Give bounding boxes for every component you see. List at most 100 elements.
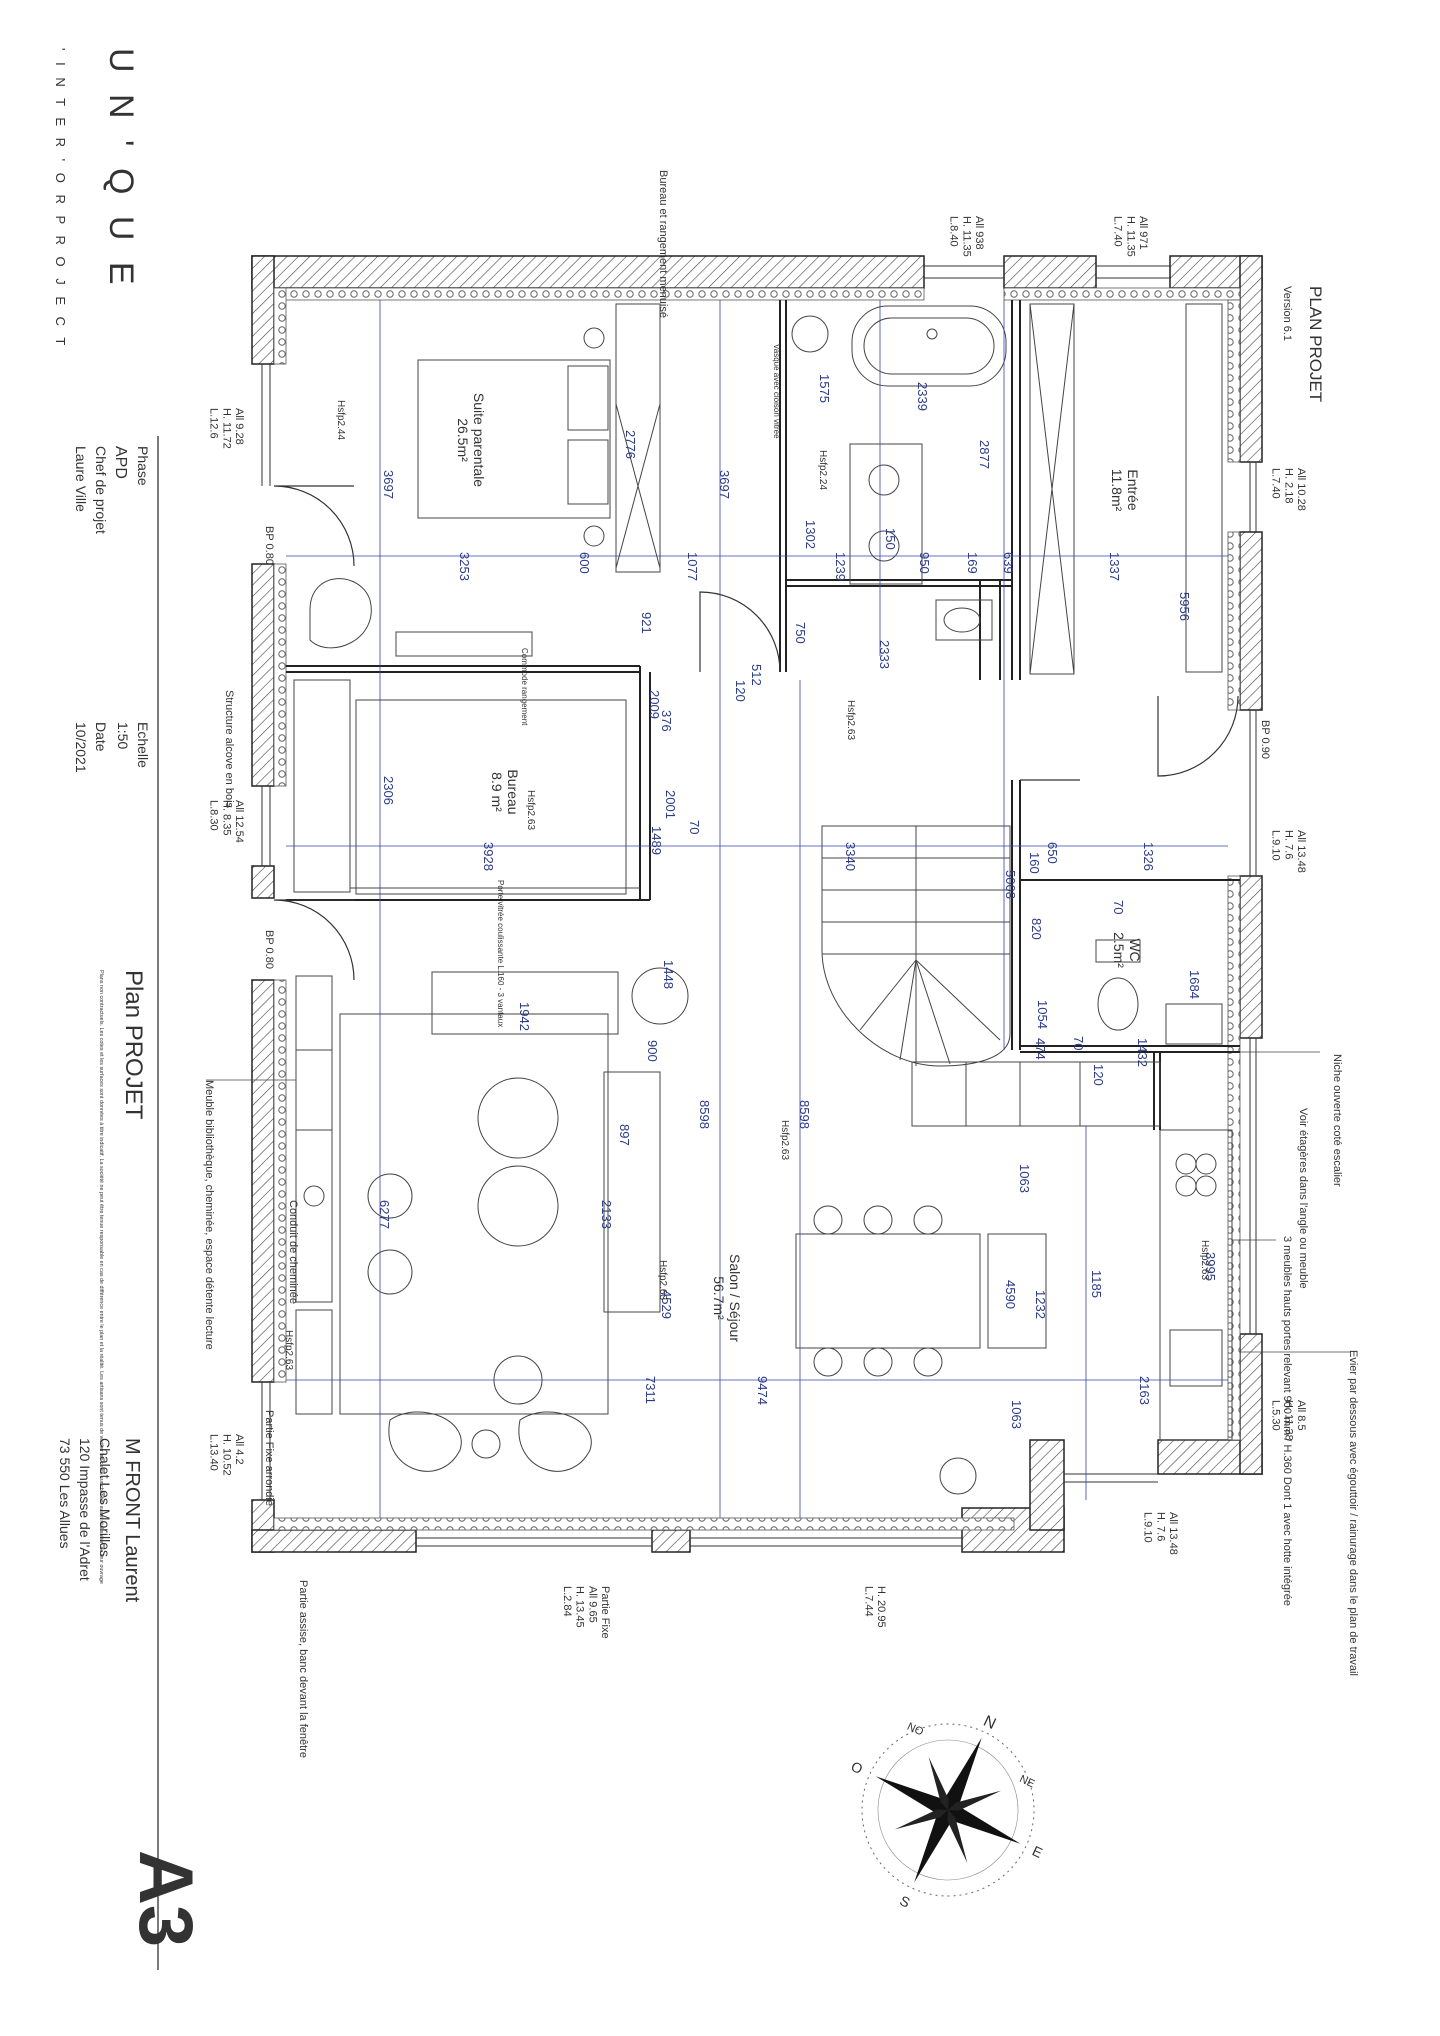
commode [395, 631, 533, 657]
dimension-label: 2001 [663, 790, 678, 819]
note-niche: Niche ouverte coté escalier [1331, 1054, 1343, 1187]
dimension-label: 2333 [877, 640, 892, 669]
dimension-label: 2163 [1137, 1376, 1152, 1405]
opening-note: All 12.54H. 8.35L.8.30 [208, 800, 245, 843]
height-tag: Hsfp2.63 [525, 790, 536, 830]
height-tag: Hsfp2.63 [657, 1260, 668, 1300]
furniture [293, 303, 1233, 1495]
room-bureau: Bureau8.9 m² [489, 769, 521, 814]
note-conduit: Conduit de cheminée [287, 1200, 299, 1304]
dimension-label: 376 [659, 710, 674, 732]
room-wc: WC2.5m² [1111, 932, 1143, 968]
staircase [821, 825, 1011, 1067]
note-vasque: Vasque avec cloison vitrée [772, 344, 781, 439]
dimension-label: 2339 [915, 382, 930, 411]
note-voir-etageres: Voir étagères dans l'angle ou meuble [1297, 1108, 1309, 1289]
plant [791, 315, 829, 353]
opening-note: All 8.5H. 11.38L.5.30 [1270, 1400, 1307, 1441]
echelle-label: Echelle [135, 722, 151, 768]
note-commode: Commode rangement [520, 648, 529, 726]
dimension-label: 120 [1091, 1064, 1106, 1086]
dimension-label: 1239 [833, 552, 848, 581]
height-tags: Hsfp2.44Hsfp2.24Hsfp2.63Hsfp2.63Hsfp2.63… [283, 400, 1210, 1370]
dimension-label: 3995 [1203, 1252, 1218, 1281]
dimension-label: 4529 [659, 1290, 674, 1319]
logo-line2: ' I N T E R ' O R P R O J E C T [53, 48, 68, 349]
room-entree: Entrée11.8m² [1109, 469, 1141, 512]
dimension-label: 750 [793, 622, 808, 644]
sofa [431, 971, 619, 1035]
dimension-label: 900 [645, 1040, 660, 1062]
note-structure-alcove: Structure alcove en bois [223, 690, 235, 809]
height-tag: Hsfp2.44 [335, 400, 346, 440]
armchair [309, 578, 372, 649]
note-partie-fixe-arrondie: Partie Fixe arrondie [263, 1410, 275, 1506]
note-partie-assise: Partie assise, banc devant la fenêtre [297, 1580, 309, 1758]
insulation-layer [273, 287, 1241, 1531]
disclaimer: Plans non contractuels. Les cotes et les… [98, 970, 104, 1584]
height-tag: Hsfp2.63 [779, 1120, 790, 1160]
vanity [849, 443, 923, 585]
interior-walls [286, 300, 1240, 1130]
dimension-label: 600 [577, 552, 592, 574]
dimension-label: 160 [1027, 852, 1042, 874]
address-line3: 73 550 Les Allues [57, 1438, 73, 1549]
dimension-label: 2009 [647, 690, 662, 719]
opening-note: All 13.48H. 7.6L.9.10 [1270, 830, 1307, 873]
annotations: Bureau et rangement menuisé Structure al… [203, 170, 1359, 1758]
dimension-label: 8598 [797, 1100, 812, 1129]
dimension-label: 1185 [1089, 1270, 1104, 1298]
dimension-lines [286, 300, 1228, 1518]
dimension-label: 120 [733, 680, 748, 702]
opening-note: H. 20.95L.7.44 [862, 1586, 887, 1628]
date-label: Date [93, 722, 109, 752]
room-salon: Salon / Séjour56.7m² [711, 1254, 743, 1342]
toilet [1097, 977, 1139, 1031]
dimension-label: 70 [1111, 900, 1126, 914]
note-meuble-biblio: Meuble bibliothèque, cheminée, espace dé… [203, 1080, 215, 1350]
dimension-label: 150 [883, 528, 898, 550]
dimension-label: 639 [1001, 552, 1016, 574]
windows [261, 265, 1257, 1547]
note-meubles-hauts: 3 meubles hauts portes relevant 900 mm /… [1281, 1236, 1293, 1606]
chef-label: Chef de projet [93, 446, 109, 534]
kitchen-counter [1159, 1129, 1233, 1441]
compass-o: O [849, 1758, 866, 1777]
opening-note: Partie FixeAll 9.65H. 13.45L.2.84 [561, 1586, 611, 1639]
plan-header: PLAN PROJET Version 6.1 [1281, 286, 1325, 402]
plant-living [939, 1457, 977, 1495]
dimension-label: 3928 [481, 842, 496, 871]
height-tag: Hsfp2.63 [283, 1330, 294, 1370]
opening-note: All 971H. 11.35L.7.40 [1112, 216, 1149, 257]
dimension-label: 2133 [599, 1200, 614, 1229]
room-labels: Suite parentale26.5m² Bureau8.9 m² Entré… [455, 393, 1143, 1342]
sheet-format: A3 [123, 1850, 208, 1947]
client-name: M FRONT Laurent [121, 1438, 143, 1603]
opening-notes: All 938H. 11.35L.8.40 All 971H. 11.35L.7.… [208, 216, 1307, 1639]
compass-ne: NE [1018, 1773, 1037, 1790]
dimension-label: 921 [639, 612, 654, 634]
bed [417, 359, 611, 519]
address-line2: 120 Impasse de l'Adret [77, 1438, 93, 1581]
dimension-label: 1337 [1107, 552, 1122, 581]
dimension-label: 6277 [377, 1200, 392, 1229]
dimension-label: 1448 [661, 960, 676, 989]
exterior-walls [251, 255, 1263, 1553]
phase-label: Phase [135, 446, 151, 486]
note-bureau-rangement: Bureau et rangement menuisé [657, 170, 669, 318]
chef-value: Laure Ville [73, 446, 89, 512]
dimension-label: 3697 [717, 470, 732, 499]
dimension-label: 3697 [381, 470, 396, 499]
echelle-value: 1:50 [115, 722, 131, 749]
note-porte-coulissante: Porte vitrée coulissante L.160 - 3 vanta… [496, 880, 505, 1027]
opening-note: All 10.28H. 2.18L.7.40 [1270, 468, 1307, 511]
plan-version: Version 6.1 [1281, 286, 1293, 341]
dimension-label: 1326 [1141, 842, 1156, 871]
logo-line1: U N ' Q U E [102, 48, 140, 291]
opening-note: All 13.48H. 7.6L.9.10 [1142, 1512, 1179, 1555]
opening-note: All 938H. 11.35L.8.40 [948, 216, 985, 257]
dimension-label: 5008 [1003, 870, 1018, 899]
note-evier: Evier par dessous avec égouttoir / rainu… [1347, 1350, 1359, 1676]
dimension-label: 1432 [1135, 1038, 1150, 1067]
